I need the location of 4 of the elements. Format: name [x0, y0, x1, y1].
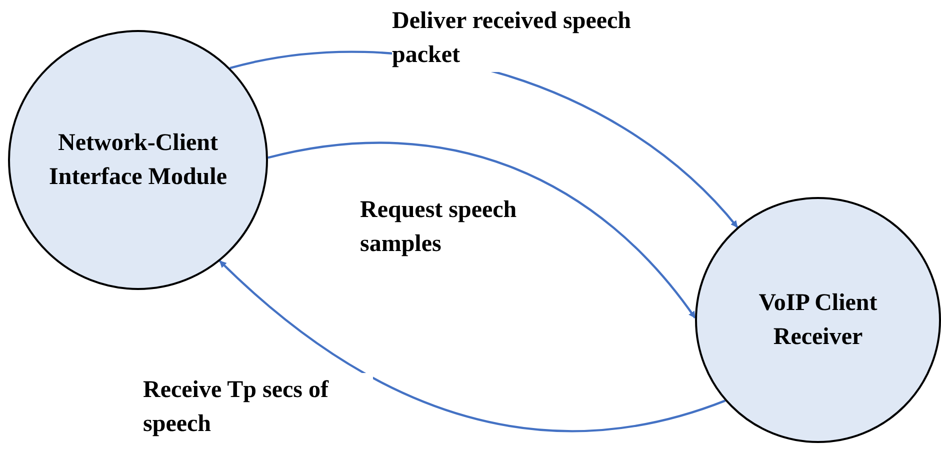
node-label: VoIP Client Receiver	[758, 289, 878, 352]
arrow	[268, 142, 696, 319]
node-label: Network-Client Interface Module	[48, 129, 228, 192]
arrow	[219, 260, 726, 432]
